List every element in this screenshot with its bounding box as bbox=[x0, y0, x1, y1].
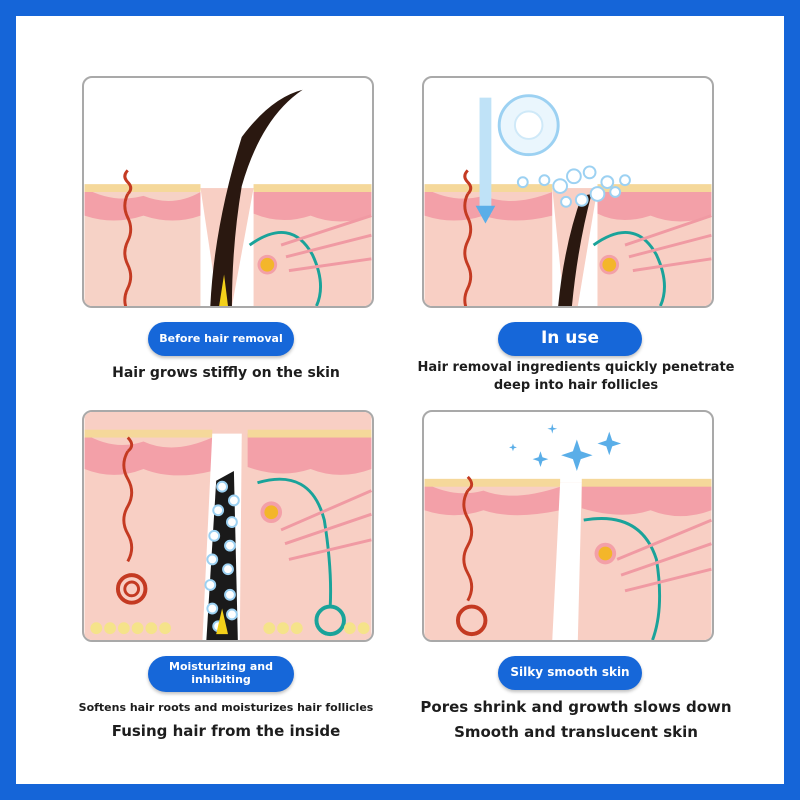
skin-hair-diagram-1 bbox=[84, 89, 372, 306]
badge-before-hair-removal: Before hair removal bbox=[148, 322, 294, 356]
caption-moisturizing-line1: Softens hair roots and moisturizes hair … bbox=[78, 701, 374, 714]
caption-before: Hair grows stiffly on the skin bbox=[112, 365, 340, 381]
caption-moisturizing-line2: Fusing hair from the inside bbox=[111, 722, 341, 740]
illustration-in-use bbox=[422, 76, 714, 308]
skin-hair-diagram-2 bbox=[424, 94, 712, 306]
badge-in-use: In use bbox=[498, 322, 642, 356]
badge-silky-smooth: Silky smooth skin bbox=[498, 656, 642, 690]
illustration-before-hair-removal bbox=[82, 76, 374, 308]
frame: Before hair removal In use Moisturizing … bbox=[16, 16, 784, 784]
skin-hair-diagram-3 bbox=[84, 412, 372, 640]
caption-silky-line1: Pores shrink and growth slows down bbox=[420, 698, 732, 716]
illustration-moisturizing bbox=[82, 410, 374, 642]
caption-in-use-line2: deep into hair follicles bbox=[493, 378, 659, 393]
caption-in-use-line1: Hair removal ingredients quickly penetra… bbox=[417, 360, 735, 375]
illustration-silky-smooth bbox=[422, 410, 714, 642]
skin-hair-diagram-4 bbox=[424, 423, 712, 640]
caption-silky-line2: Smooth and translucent skin bbox=[454, 723, 698, 741]
badge-moisturizing: Moisturizing and inhibiting bbox=[148, 656, 294, 692]
